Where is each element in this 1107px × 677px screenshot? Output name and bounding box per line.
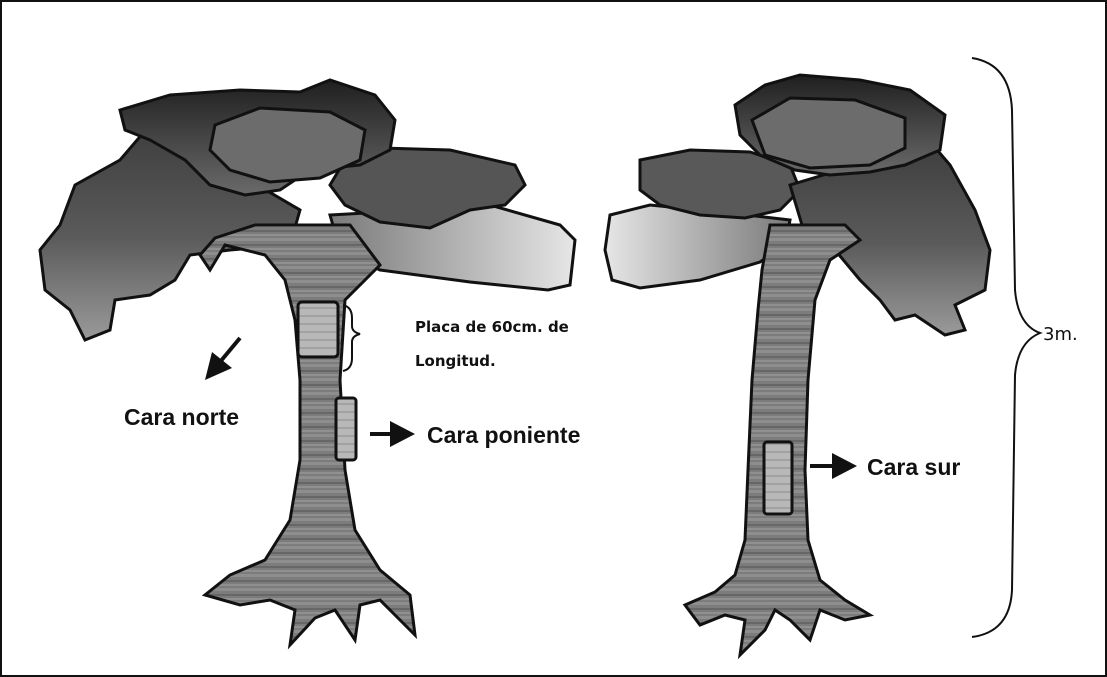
cara-poniente-label: Cara poniente — [427, 422, 580, 448]
cara-norte-label: Cara norte — [124, 404, 239, 430]
placa-label-line2: Longitud. — [415, 352, 496, 370]
right-tree — [605, 75, 990, 655]
left-tree-plate-norte — [298, 302, 338, 357]
arrow-right-icon — [810, 453, 857, 479]
placa-label-line1: Placa de 60cm. de — [415, 318, 569, 336]
cara-sur-label: Cara sur — [867, 454, 960, 480]
right-tree-crown-patch — [752, 98, 905, 168]
right-tree-plate-sur — [764, 442, 792, 514]
left-tree-plate-poniente — [336, 398, 356, 460]
right-tree-trunk — [685, 225, 870, 655]
arrow-down-left-icon — [205, 338, 240, 380]
right-brace-icon — [972, 58, 1040, 637]
arrow-right-icon — [370, 421, 415, 447]
height-label: 3m. — [1043, 324, 1078, 345]
